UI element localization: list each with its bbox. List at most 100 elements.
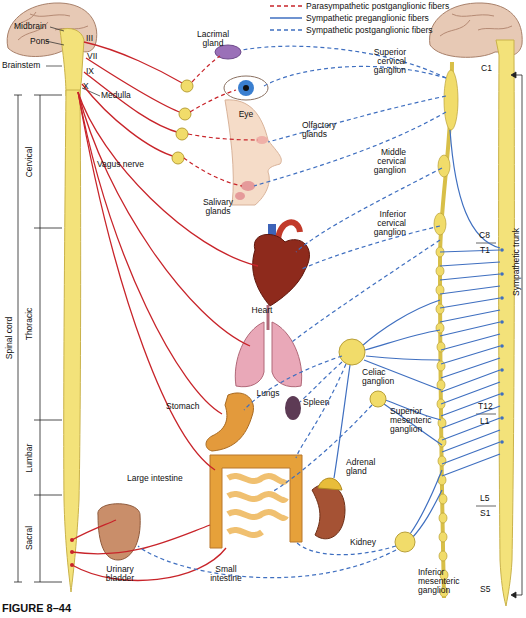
parasympathetic-postganglionic-fiber bbox=[184, 158, 242, 186]
left-brainstem bbox=[60, 28, 84, 96]
spinal-level-label: S5 bbox=[480, 585, 496, 594]
trunk-indicator bbox=[511, 72, 522, 598]
sympathetic-preganglionic-fiber bbox=[442, 418, 500, 440]
sympathetic-trunk bbox=[436, 304, 444, 314]
spinal-level-label: L1 bbox=[480, 417, 496, 426]
legend-text: Sympathetic preganglionic fibers bbox=[306, 13, 429, 23]
organ-label: Urinary bladder bbox=[99, 565, 141, 583]
parasympathetic-preganglionic-fiber bbox=[72, 520, 116, 540]
spinal-level-label: L5 bbox=[480, 494, 496, 503]
organ-label: Kidney bbox=[350, 538, 384, 547]
parasympathetic-preganglionic-fiber bbox=[78, 92, 215, 470]
face-profile bbox=[225, 100, 281, 205]
legend-text: Parasympathetic postganglionic fibers bbox=[306, 1, 449, 11]
parasympathetic-postganglionic-fiber bbox=[184, 56, 258, 186]
spinal-level-label: T12 bbox=[478, 402, 496, 411]
sympathetic-trunk bbox=[439, 513, 447, 523]
sympathetic-postganglionic-fiber bbox=[296, 542, 396, 555]
ganglion-label: Superior mesenteric ganglion bbox=[390, 407, 438, 434]
eye bbox=[238, 80, 254, 96]
figure-caption: FIGURE 8–44 bbox=[2, 602, 71, 614]
spinal-level-label: S1 bbox=[480, 509, 496, 518]
parasympathetic-preganglionic-fiber bbox=[78, 92, 250, 346]
cord-root-dot bbox=[500, 320, 504, 324]
sympathetic-trunk bbox=[437, 361, 445, 371]
parasympathetic-preganglionic-fiber bbox=[72, 525, 210, 554]
parasympathetic-ganglion bbox=[181, 80, 193, 92]
sympathetic-trunk bbox=[439, 532, 447, 542]
left-spinal-cord bbox=[64, 90, 81, 592]
ganglion-label: Superior cervical ganglion bbox=[360, 48, 406, 75]
sympathetic-preganglionic-fiber bbox=[440, 250, 500, 252]
sympathetic-preganglionic-fiber bbox=[440, 322, 500, 336]
parasympathetic-postganglionic-fiber bbox=[188, 134, 258, 140]
sympathetic-preganglionic-fiber bbox=[412, 490, 442, 538]
cranial-nerve-number: III bbox=[86, 34, 102, 43]
lungs bbox=[272, 322, 302, 387]
sympathetic-preganglionic-fiber bbox=[440, 298, 500, 308]
legend-line-sample bbox=[270, 29, 302, 31]
sympathetic-postganglionic-fiber bbox=[300, 362, 342, 402]
level-divider bbox=[476, 243, 496, 506]
cord-root-dot bbox=[500, 248, 504, 444]
sympathetic-preganglionic-fiber bbox=[440, 274, 500, 280]
sympathetic-preganglionic-fiber bbox=[442, 442, 500, 464]
parasympathetic-ganglion bbox=[70, 538, 74, 542]
urinary-bladder bbox=[98, 504, 140, 560]
sympathetic-postganglionic-fiber bbox=[268, 96, 446, 142]
spleen bbox=[285, 396, 301, 420]
cord-root-dot bbox=[500, 440, 504, 444]
sympathetic-trunk bbox=[439, 494, 447, 504]
organ-label: Olfactory glands bbox=[302, 121, 346, 139]
segment-bracket bbox=[14, 95, 22, 582]
segment-label: Spinal cord bbox=[5, 317, 14, 360]
parasympathetic-preganglionic-fiber bbox=[72, 42, 258, 580]
sympathetic-preganglionic-fiber bbox=[440, 310, 500, 322]
spinal-level-label: C1 bbox=[481, 64, 497, 73]
sympathetic-preganglionic-fiber bbox=[450, 130, 500, 248]
face-profile bbox=[225, 100, 281, 205]
sympathetic-preganglionic-fiber bbox=[441, 382, 500, 404]
structure-label: Brainstem bbox=[2, 61, 48, 70]
sympathetic-preganglionic-fiber bbox=[334, 130, 500, 538]
sympathetic-preganglionic-fiber bbox=[441, 334, 500, 350]
right-brain bbox=[440, 14, 512, 36]
organ-label: Spleen bbox=[303, 398, 333, 407]
ganglion-label: Inferior mesenteric ganglion bbox=[418, 568, 468, 595]
organ-label: Adrenal gland bbox=[346, 458, 382, 476]
sympathetic-trunk bbox=[434, 213, 446, 235]
trunk-indicator bbox=[516, 75, 522, 595]
legend-text: Sympathetic postganglionic fibers bbox=[306, 25, 433, 35]
parasympathetic-ganglion bbox=[70, 80, 193, 567]
sympathetic-postganglionic-fiber bbox=[264, 66, 446, 86]
sympathetic-ganglion bbox=[370, 391, 386, 407]
sympathetic-postganglionic-fiber bbox=[244, 356, 342, 410]
trunk-indicator bbox=[511, 72, 516, 598]
eye bbox=[243, 85, 249, 91]
parasympathetic-postganglionic-fiber bbox=[190, 90, 236, 112]
stomach bbox=[206, 393, 253, 451]
cord-root-dot bbox=[500, 368, 504, 372]
cranial-nerve-number: IX bbox=[86, 67, 102, 76]
sympathetic-preganglionic-fiber bbox=[365, 330, 440, 350]
segment-label: Cervical bbox=[25, 147, 34, 178]
segment-bracket bbox=[14, 95, 62, 582]
organ-label: Stomach bbox=[166, 402, 206, 411]
cord-root-dot bbox=[500, 416, 504, 420]
parasympathetic-ganglion bbox=[70, 563, 74, 567]
cord-root-dot bbox=[500, 392, 504, 396]
face-profile bbox=[241, 181, 255, 191]
segment-label: Lumbar bbox=[25, 444, 34, 473]
spinal-level-label: T1 bbox=[480, 246, 496, 255]
heart bbox=[253, 222, 310, 306]
cord-root-dot bbox=[500, 272, 504, 276]
parasympathetic-ganglion bbox=[179, 108, 191, 120]
sympathetic-postganglionic-fiber bbox=[296, 364, 346, 458]
legend-line-sample bbox=[270, 5, 302, 7]
sympathetic-trunk bbox=[439, 551, 447, 561]
sympathetic-postganglionic-fiber bbox=[272, 405, 372, 492]
large-intestine bbox=[210, 455, 302, 548]
sympathetic-preganglionic-fiber bbox=[442, 430, 500, 452]
structure-label: Midbrain bbox=[14, 22, 54, 31]
heart bbox=[253, 234, 310, 306]
